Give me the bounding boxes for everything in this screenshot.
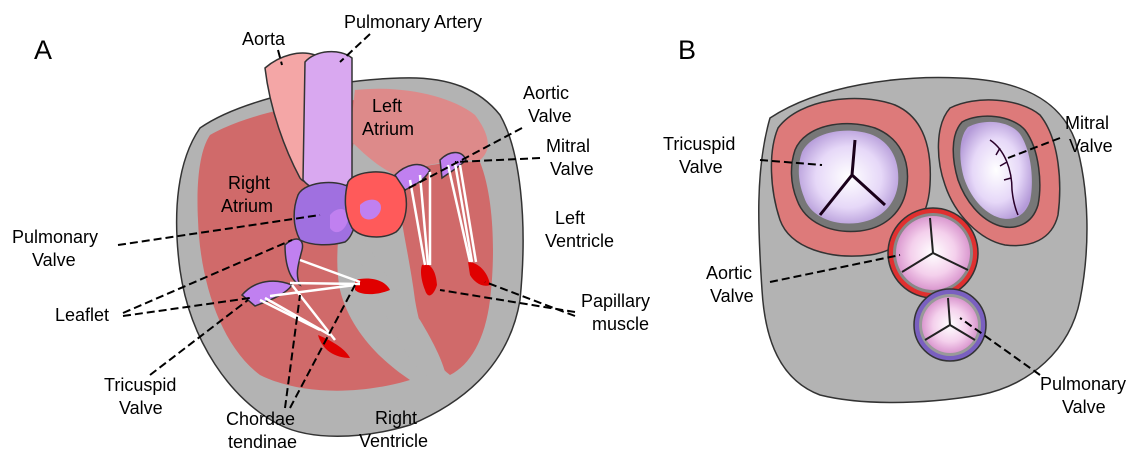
label-pulmonary-valve-line1: Pulmonary bbox=[12, 227, 98, 247]
label-aorta: Aorta bbox=[242, 29, 286, 49]
panel-a: A bbox=[12, 12, 650, 452]
label-pulmonary-artery: Pulmonary Artery bbox=[344, 12, 482, 32]
label-b-mitral-valve-line2: Valve bbox=[1069, 136, 1113, 156]
label-papillary-muscle-line1: Papillary bbox=[581, 291, 650, 311]
label-right-ventricle-line2: Ventricle bbox=[359, 431, 428, 451]
label-b-aortic-valve-line1: Aortic bbox=[706, 263, 752, 283]
label-leaflet: Leaflet bbox=[55, 305, 109, 325]
label-b-tricuspid-valve-line2: Valve bbox=[679, 157, 723, 177]
panel-b-letter: B bbox=[678, 35, 696, 65]
label-chordae-tendinae-line1: Chordae bbox=[226, 409, 295, 429]
panel-a-letter: A bbox=[34, 35, 52, 65]
pulmonary-artery bbox=[303, 52, 352, 192]
label-mitral-valve-line1: Mitral bbox=[546, 136, 590, 156]
label-pulmonary-valve-line2: Valve bbox=[32, 250, 76, 270]
label-tricuspid-valve-line2: Valve bbox=[119, 398, 163, 418]
label-left-ventricle-line1: Left bbox=[555, 208, 585, 228]
label-left-ventricle-line2: Ventricle bbox=[545, 231, 614, 251]
label-b-aortic-valve-line2: Valve bbox=[710, 286, 754, 306]
label-aortic-valve-line1: Aortic bbox=[523, 83, 569, 103]
label-left-atrium-line1: Left bbox=[372, 96, 402, 116]
label-right-ventricle-line1: Right bbox=[375, 408, 417, 428]
label-b-pulmonary-valve-line1: Pulmonary bbox=[1040, 374, 1126, 394]
label-papillary-muscle-line2: muscle bbox=[592, 314, 649, 334]
panel-b: B Tricuspid Valve Mitral Valve Aorti bbox=[663, 35, 1126, 417]
label-b-mitral-valve-line1: Mitral bbox=[1065, 113, 1109, 133]
label-chordae-tendinae-line2: tendinae bbox=[228, 432, 297, 452]
label-right-atrium-line2: Atrium bbox=[221, 196, 273, 216]
label-b-pulmonary-valve-line2: Valve bbox=[1062, 397, 1106, 417]
label-right-atrium-line1: Right bbox=[228, 173, 270, 193]
label-tricuspid-valve-line1: Tricuspid bbox=[104, 375, 176, 395]
label-b-tricuspid-valve-line1: Tricuspid bbox=[663, 134, 735, 154]
label-mitral-valve-line2: Valve bbox=[550, 159, 594, 179]
label-aortic-valve-line2: Valve bbox=[528, 106, 572, 126]
label-left-atrium-line2: Atrium bbox=[362, 119, 414, 139]
